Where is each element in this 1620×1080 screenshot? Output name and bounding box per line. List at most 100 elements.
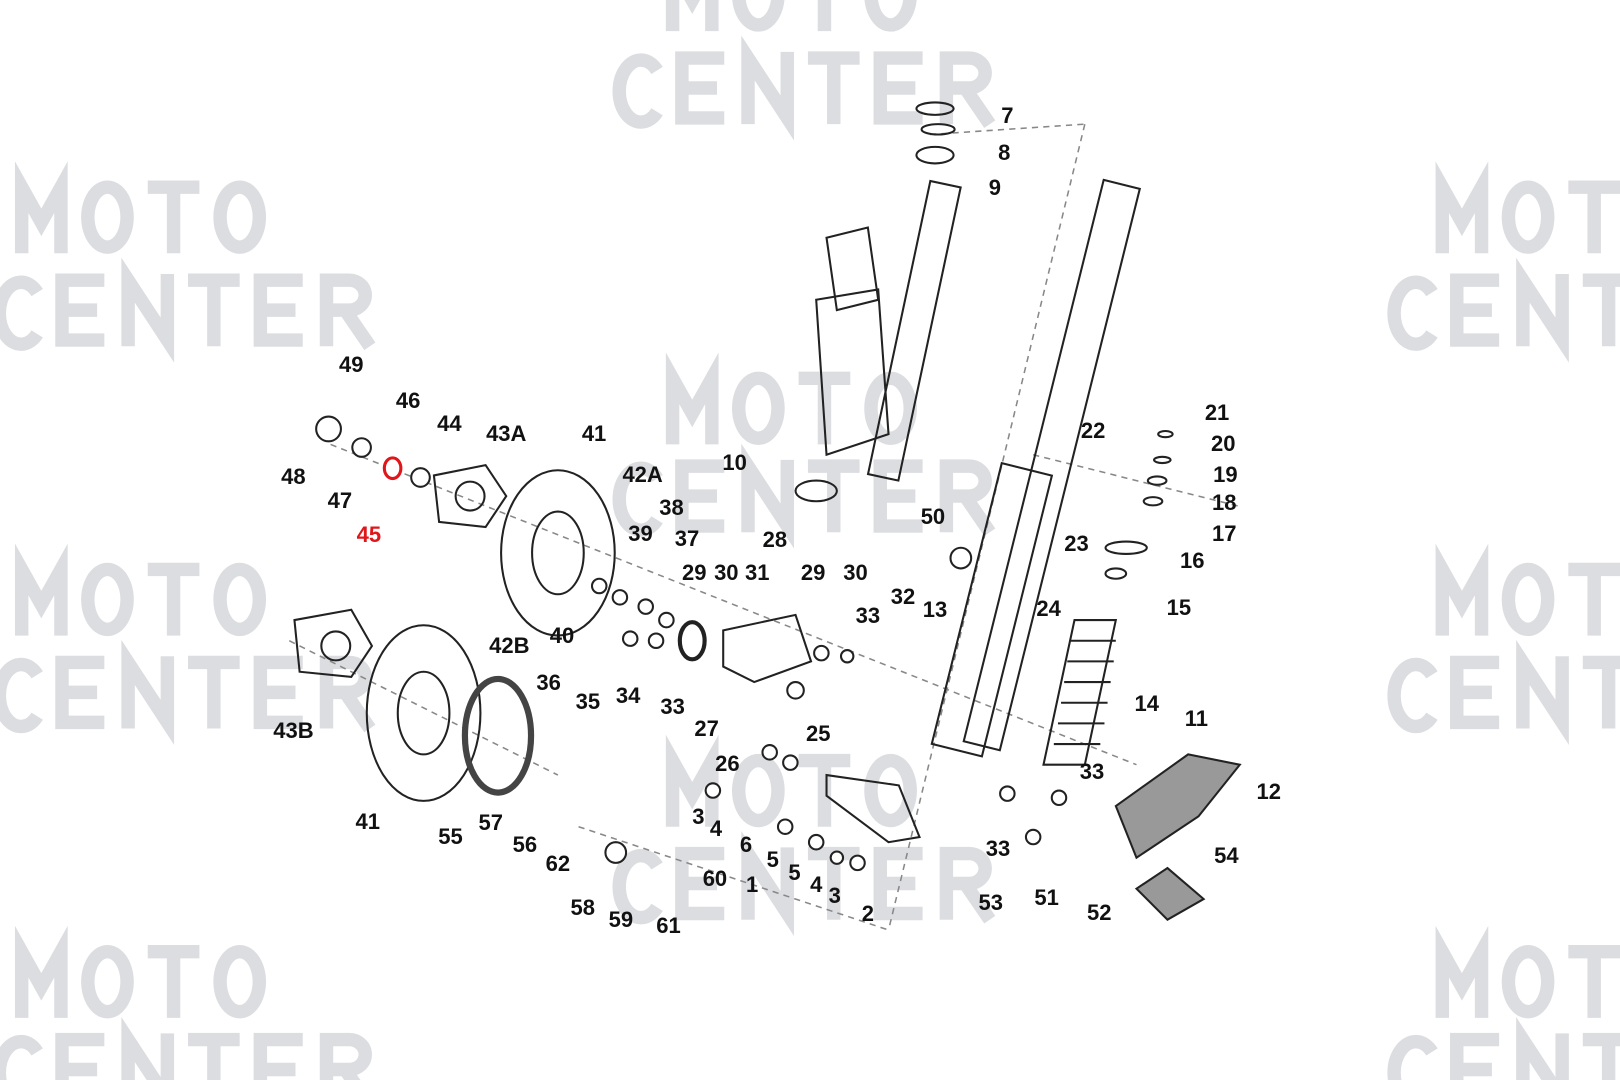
caliper (677, 613, 813, 684)
watermark-logo (612, 35, 996, 141)
part-label-27[interactable]: 27 (694, 716, 719, 742)
watermark-logo (1435, 543, 1620, 637)
part-label-41[interactable]: 41 (581, 420, 607, 446)
part-label-59[interactable]: 59 (608, 906, 634, 932)
part-label-11[interactable]: 11 (1184, 706, 1209, 732)
part-label-26[interactable]: 26 (715, 750, 740, 776)
part-label-5[interactable]: 5 (766, 846, 779, 872)
part-label-56[interactable]: 56 (512, 832, 538, 858)
part-label-25[interactable]: 25 (806, 720, 831, 746)
part-label-6[interactable]: 6 (739, 832, 753, 858)
watermark-logo (665, 734, 917, 828)
part-label-34[interactable]: 34 (615, 683, 641, 709)
part-label-42A[interactable]: 42A (622, 462, 663, 488)
watermark-logo (1387, 1017, 1620, 1080)
part-label-48[interactable]: 48 (281, 464, 306, 490)
part-label-4[interactable]: 4 (709, 815, 723, 841)
part-label-46[interactable]: 46 (395, 387, 421, 413)
part-label-53[interactable]: 53 (978, 889, 1004, 915)
part-label-7[interactable]: 7 (1001, 102, 1014, 128)
shock-absorber (1042, 619, 1118, 766)
part-label-33[interactable]: 33 (1079, 758, 1105, 784)
part-label-15[interactable]: 15 (1166, 594, 1192, 620)
part-label-49[interactable]: 49 (339, 351, 364, 377)
part-label-4[interactable]: 4 (810, 872, 823, 898)
watermark-logo (665, 0, 917, 32)
part-label-51[interactable]: 51 (1034, 884, 1059, 910)
part-label-40[interactable]: 40 (549, 623, 575, 649)
part-label-39[interactable]: 39 (628, 521, 653, 547)
swing-arm (825, 753, 1242, 921)
part-label-41[interactable]: 41 (355, 809, 381, 835)
part-label-24[interactable]: 24 (1036, 595, 1061, 621)
part-label-33[interactable]: 33 (855, 602, 881, 628)
part-label-31[interactable]: 31 (745, 560, 770, 586)
part-label-62[interactable]: 62 (545, 850, 571, 876)
part-label-33[interactable]: 33 (985, 836, 1011, 862)
watermark-logo (612, 831, 996, 936)
part-label-8[interactable]: 8 (998, 139, 1011, 165)
part-label-5[interactable]: 5 (788, 860, 801, 886)
part-label-30[interactable]: 30 (714, 560, 739, 586)
part-label-47[interactable]: 47 (327, 488, 353, 514)
watermark-logo (14, 161, 266, 254)
steering-column (794, 101, 962, 503)
part-label-60[interactable]: 60 (702, 866, 728, 892)
part-label-43B[interactable]: 43B (273, 718, 314, 744)
part-label-52[interactable]: 52 (1087, 900, 1112, 926)
part-label-29[interactable]: 29 (682, 560, 707, 586)
part-label-14[interactable]: 14 (1134, 690, 1160, 716)
part-label-28[interactable]: 28 (762, 527, 788, 553)
part-label-57[interactable]: 57 (478, 810, 503, 836)
wheel-hubs (293, 463, 508, 678)
part-label-50[interactable]: 50 (920, 503, 946, 529)
part-label-54[interactable]: 54 (1214, 843, 1239, 869)
small-parts (315, 415, 1174, 872)
watermark-logo (665, 352, 917, 445)
part-label-20[interactable]: 20 (1211, 431, 1236, 457)
watermark-logo (0, 257, 376, 363)
part-label-42B[interactable]: 42B (489, 632, 530, 658)
watermark-logo (1387, 257, 1620, 363)
watermark-logo (1435, 161, 1620, 254)
watermark-logo (14, 543, 266, 637)
part-label-44[interactable]: 44 (437, 410, 462, 436)
part-label-19[interactable]: 19 (1213, 462, 1238, 488)
part-label-12[interactable]: 12 (1256, 779, 1281, 805)
part-label-16[interactable]: 16 (1180, 548, 1205, 573)
watermark-logo (1387, 639, 1620, 745)
part-label-36[interactable]: 36 (536, 669, 561, 695)
watermark-logo (0, 1017, 372, 1080)
part-label-3[interactable]: 3 (692, 804, 705, 830)
part-label-10[interactable]: 10 (722, 449, 747, 475)
brake-disc-upper (500, 469, 616, 637)
part-label-17[interactable]: 17 (1212, 521, 1237, 547)
watermark-logo (14, 925, 266, 1019)
part-label-23[interactable]: 23 (1064, 531, 1089, 557)
watermark-logo (1435, 925, 1620, 1019)
part-label-30[interactable]: 30 (843, 560, 868, 586)
part-label-37[interactable]: 37 (674, 526, 700, 552)
part-label-38[interactable]: 38 (659, 495, 684, 521)
part-label-22[interactable]: 22 (1080, 417, 1106, 443)
part-label-35[interactable]: 35 (575, 688, 601, 714)
part-label-18[interactable]: 18 (1212, 490, 1237, 516)
part-label-2[interactable]: 2 (861, 901, 874, 927)
part-label-58[interactable]: 58 (570, 895, 595, 921)
part-label-9[interactable]: 9 (988, 175, 1002, 201)
part-label-13[interactable]: 13 (922, 596, 948, 622)
part-label-3[interactable]: 3 (828, 882, 841, 908)
part-label-61[interactable]: 61 (656, 912, 681, 938)
part-label-1[interactable]: 1 (746, 872, 759, 898)
part-label-21[interactable]: 21 (1204, 400, 1230, 426)
part-label-43A[interactable]: 43A (486, 420, 527, 446)
part-label-32[interactable]: 32 (890, 584, 916, 610)
brake-disc-lower (365, 624, 535, 802)
part-label-33[interactable]: 33 (660, 693, 685, 719)
part-label-45[interactable]: 45 (356, 522, 382, 548)
part-label-55[interactable]: 55 (438, 823, 463, 849)
part-label-29[interactable]: 29 (800, 560, 826, 586)
